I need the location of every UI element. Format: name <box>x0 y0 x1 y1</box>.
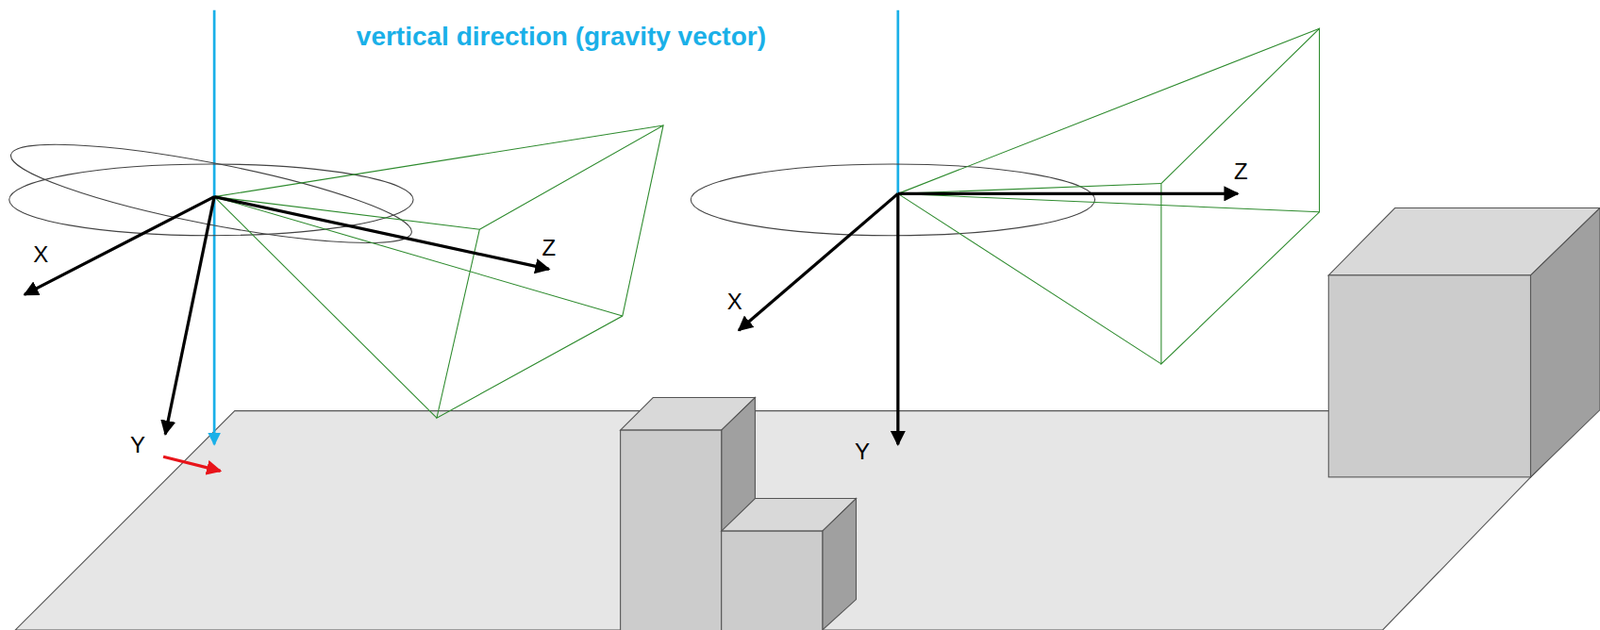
axis-label: Y <box>130 433 146 457</box>
view-frustum <box>214 125 664 418</box>
orbit-ellipse <box>4 124 417 263</box>
gravity-vector <box>896 10 900 195</box>
camera-axes <box>24 197 550 435</box>
axis-label: X <box>33 243 49 267</box>
axis-label: Z <box>542 236 557 260</box>
view-frustum <box>898 28 1320 365</box>
gravity-vector <box>213 10 217 445</box>
rotation-arrow <box>163 456 221 471</box>
axis-label: Y <box>854 440 870 464</box>
axis-label: Z <box>1233 160 1249 184</box>
direction-label: vertical direction (gravity vector) <box>356 23 767 50</box>
box <box>1328 208 1600 478</box>
axis-label: X <box>727 290 743 314</box>
box <box>721 499 857 630</box>
camera-axes <box>738 193 1238 445</box>
